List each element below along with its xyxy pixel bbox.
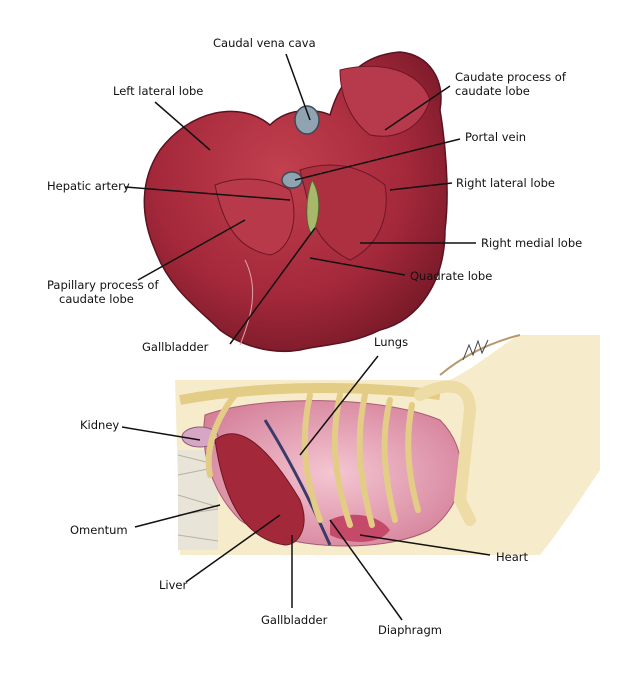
liver-illustration: [143, 51, 448, 353]
label-right-lateral-lobe: Right lateral lobe: [456, 176, 555, 190]
label-left-lateral-lobe: Left lateral lobe: [113, 84, 204, 98]
label-omentum: Omentum: [70, 523, 128, 537]
vena-cava-shape: [294, 105, 320, 135]
label-hepatic-artery: Hepatic artery: [47, 179, 130, 193]
label-caudal-vena-cava: Caudal vena cava: [213, 36, 316, 50]
label-right-medial-lobe: Right medial lobe: [481, 236, 583, 250]
label-diaphragm: Diaphragm: [378, 623, 442, 637]
label-portal-vein: Portal vein: [465, 130, 527, 144]
label-lungs: Lungs: [374, 335, 409, 349]
label-heart: Heart: [496, 550, 529, 564]
label-liver: Liver: [159, 578, 188, 592]
label-papillary-process-line1: Papillary process of: [47, 278, 159, 292]
label-caudate-process-line1: Caudate process of: [455, 70, 566, 84]
label-quadrate-lobe: Quadrate lobe: [410, 269, 493, 283]
label-gallbladder-bottom: Gallbladder: [261, 613, 328, 627]
label-caudate-process-line2: caudate lobe: [455, 84, 530, 98]
artist-signature: [462, 339, 489, 361]
label-gallbladder-top: Gallbladder: [142, 340, 209, 354]
label-papillary-process-line2: caudate lobe: [59, 292, 134, 306]
label-kidney: Kidney: [80, 418, 120, 432]
dog-body-illustration: [175, 334, 600, 555]
leader-lines: [121, 53, 491, 621]
